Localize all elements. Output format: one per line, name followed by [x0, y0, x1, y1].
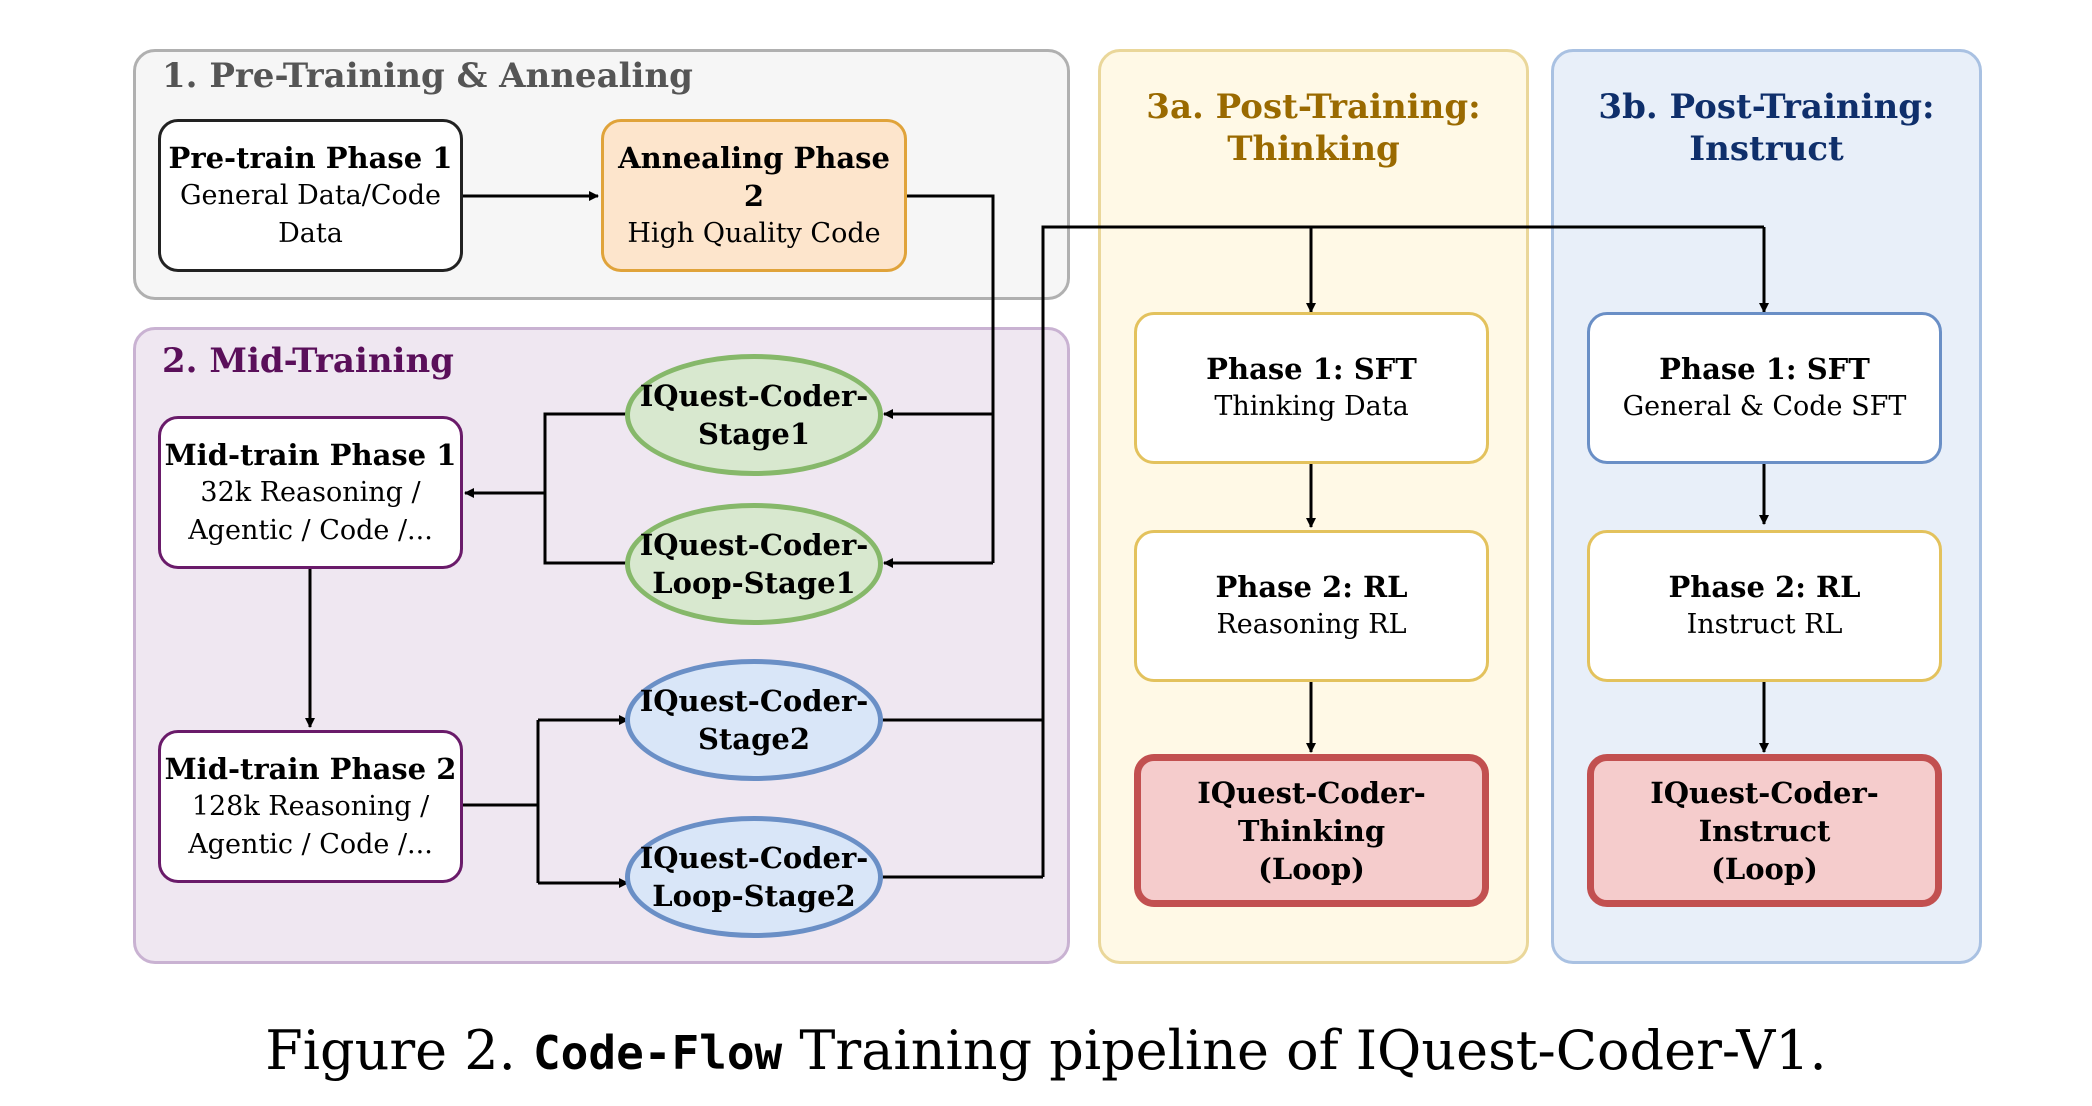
thinking-title-line2: Thinking [1227, 129, 1400, 169]
stage2-line2: Stage2 [697, 722, 811, 756]
midtrain-phase2-sub2: Agentic / Code /... [188, 828, 433, 860]
caption-suffix: Training pipeline of IQuest-Coder-V1. [799, 1019, 1827, 1082]
stage1-line1: IQuest-Coder- [639, 379, 869, 413]
instruct-phase1-sft-box: Phase 1: SFT General & Code SFT [1587, 312, 1942, 464]
stage1-line2: Stage1 [697, 417, 811, 451]
thinking-phase2-sub: Reasoning RL [1216, 609, 1407, 640]
annealing-phase2-sub: High Quality Code [627, 217, 881, 249]
instruct-title-line2: Instruct [1689, 129, 1844, 169]
pre-training-title: 1. Pre-Training & Annealing [162, 56, 693, 96]
instruct-title-line1: 3b. Post-Training: [1598, 87, 1935, 127]
midtrain-phase1-title: Mid-train Phase 1 [164, 437, 457, 472]
caption-prefix: Figure 2. [265, 1019, 516, 1082]
midtrain-phase1-sub2: Agentic / Code /... [188, 514, 433, 546]
thinking-title: 3a. Post-Training: Thinking [1098, 86, 1529, 170]
midtrain-phase1-box: Mid-train Phase 1 32k Reasoning / Agenti… [158, 416, 463, 569]
midtrain-phase2-sub1: 128k Reasoning / [191, 790, 430, 822]
instruct-phase1-title: Phase 1: SFT [1659, 352, 1870, 386]
loop-stage2-line1: IQuest-Coder- [639, 841, 869, 875]
iquest-coder-thinking-box: IQuest-Coder-Thinking (Loop) [1134, 754, 1489, 907]
loop-stage1-line1: IQuest-Coder- [639, 528, 869, 562]
iquest-coder-instruct-box: IQuest-Coder-Instruct (Loop) [1587, 754, 1942, 907]
loop-stage1-line2: Loop-Stage1 [652, 566, 856, 600]
instruct-title: 3b. Post-Training: Instruct [1551, 86, 1982, 170]
instruct-phase2-title: Phase 2: RL [1668, 570, 1861, 604]
thinking-final-line1: IQuest-Coder-Thinking [1197, 775, 1426, 848]
annealing-phase2-box: Annealing Phase 2 High Quality Code [601, 119, 907, 272]
thinking-phase1-sub: Thinking Data [1214, 391, 1409, 422]
thinking-phase2-rl-box: Phase 2: RL Reasoning RL [1134, 530, 1489, 682]
midtrain-phase1-sub1: 32k Reasoning / [200, 476, 421, 508]
instruct-phase1-sub: General & Code SFT [1622, 391, 1907, 422]
stage2-line1: IQuest-Coder- [639, 684, 869, 718]
instruct-final-line2: (Loop) [1711, 851, 1818, 886]
thinking-phase1-sft-box: Phase 1: SFT Thinking Data [1134, 312, 1489, 464]
caption-code: Code-Flow [532, 1026, 783, 1080]
annealing-phase2-title: Annealing Phase 2 [618, 140, 890, 213]
thinking-final-line2: (Loop) [1258, 851, 1365, 886]
thinking-title-line1: 3a. Post-Training: [1146, 87, 1481, 127]
instruct-phase2-rl-box: Phase 2: RL Instruct RL [1587, 530, 1942, 682]
mid-training-title: 2. Mid-Training [162, 341, 454, 381]
thinking-phase2-title: Phase 2: RL [1215, 570, 1408, 604]
loop-stage2-line2: Loop-Stage2 [652, 879, 856, 913]
figure-caption: Figure 2. Code-Flow Training pipeline of… [0, 1018, 2092, 1086]
pretrain-phase1-sub: General Data/Code Data [179, 179, 442, 249]
thinking-phase1-title: Phase 1: SFT [1206, 352, 1417, 386]
pretrain-phase1-title: Pre-train Phase 1 [168, 140, 453, 175]
instruct-final-line1: IQuest-Coder-Instruct [1650, 775, 1879, 848]
iquest-coder-loop-stage1-node: IQuest-Coder- Loop-Stage1 [625, 503, 883, 625]
instruct-phase2-sub: Instruct RL [1686, 609, 1843, 640]
midtrain-phase2-title: Mid-train Phase 2 [164, 751, 457, 786]
iquest-coder-stage2-node: IQuest-Coder- Stage2 [625, 659, 883, 781]
iquest-coder-loop-stage2-node: IQuest-Coder- Loop-Stage2 [625, 816, 883, 938]
iquest-coder-stage1-node: IQuest-Coder- Stage1 [625, 354, 883, 476]
midtrain-phase2-box: Mid-train Phase 2 128k Reasoning / Agent… [158, 730, 463, 883]
pretrain-phase1-box: Pre-train Phase 1 General Data/Code Data [158, 119, 463, 272]
